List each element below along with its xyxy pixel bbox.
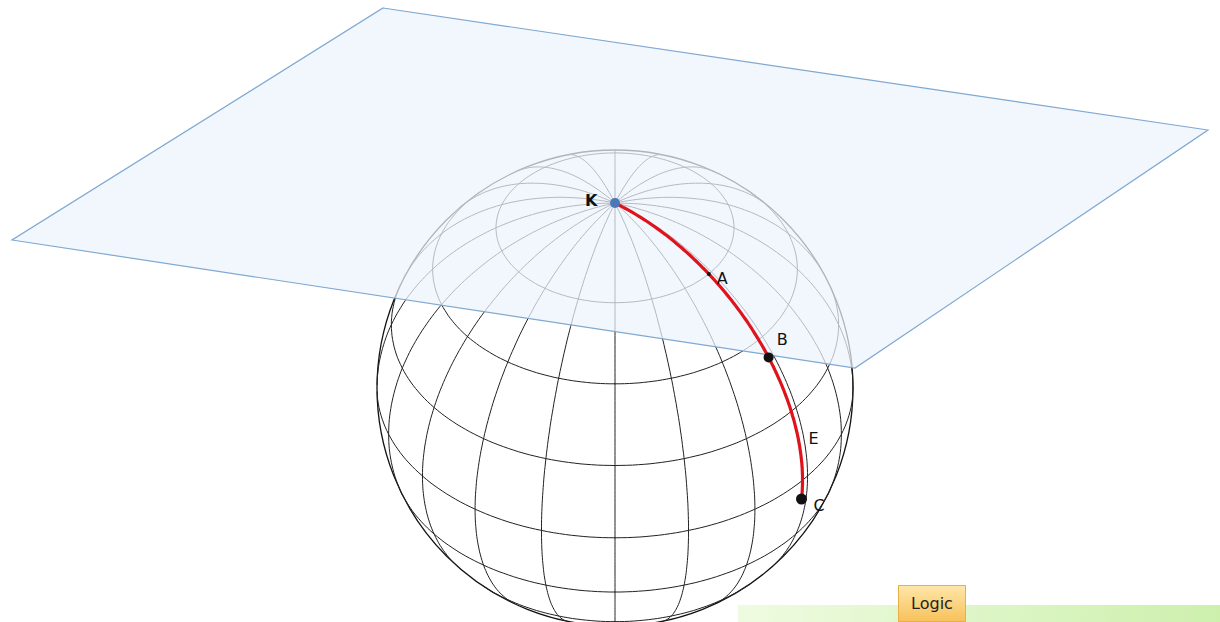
button-text: Logic: [911, 594, 953, 613]
red-arc: [610, 198, 807, 505]
tangent-plane: [12, 8, 1208, 368]
logic-button: Logic: [898, 585, 966, 622]
point-label: C: [814, 497, 825, 515]
point-label: A: [717, 270, 728, 288]
point-dot: [610, 198, 620, 208]
point-dot: [796, 494, 807, 505]
red-arc-path: [615, 203, 803, 499]
point-label: K: [585, 192, 597, 210]
point-dot: [764, 352, 774, 362]
point-label: E: [808, 430, 818, 448]
footer-bar: [738, 605, 1220, 622]
point-label: B: [777, 331, 788, 349]
point-dot: [707, 272, 711, 276]
